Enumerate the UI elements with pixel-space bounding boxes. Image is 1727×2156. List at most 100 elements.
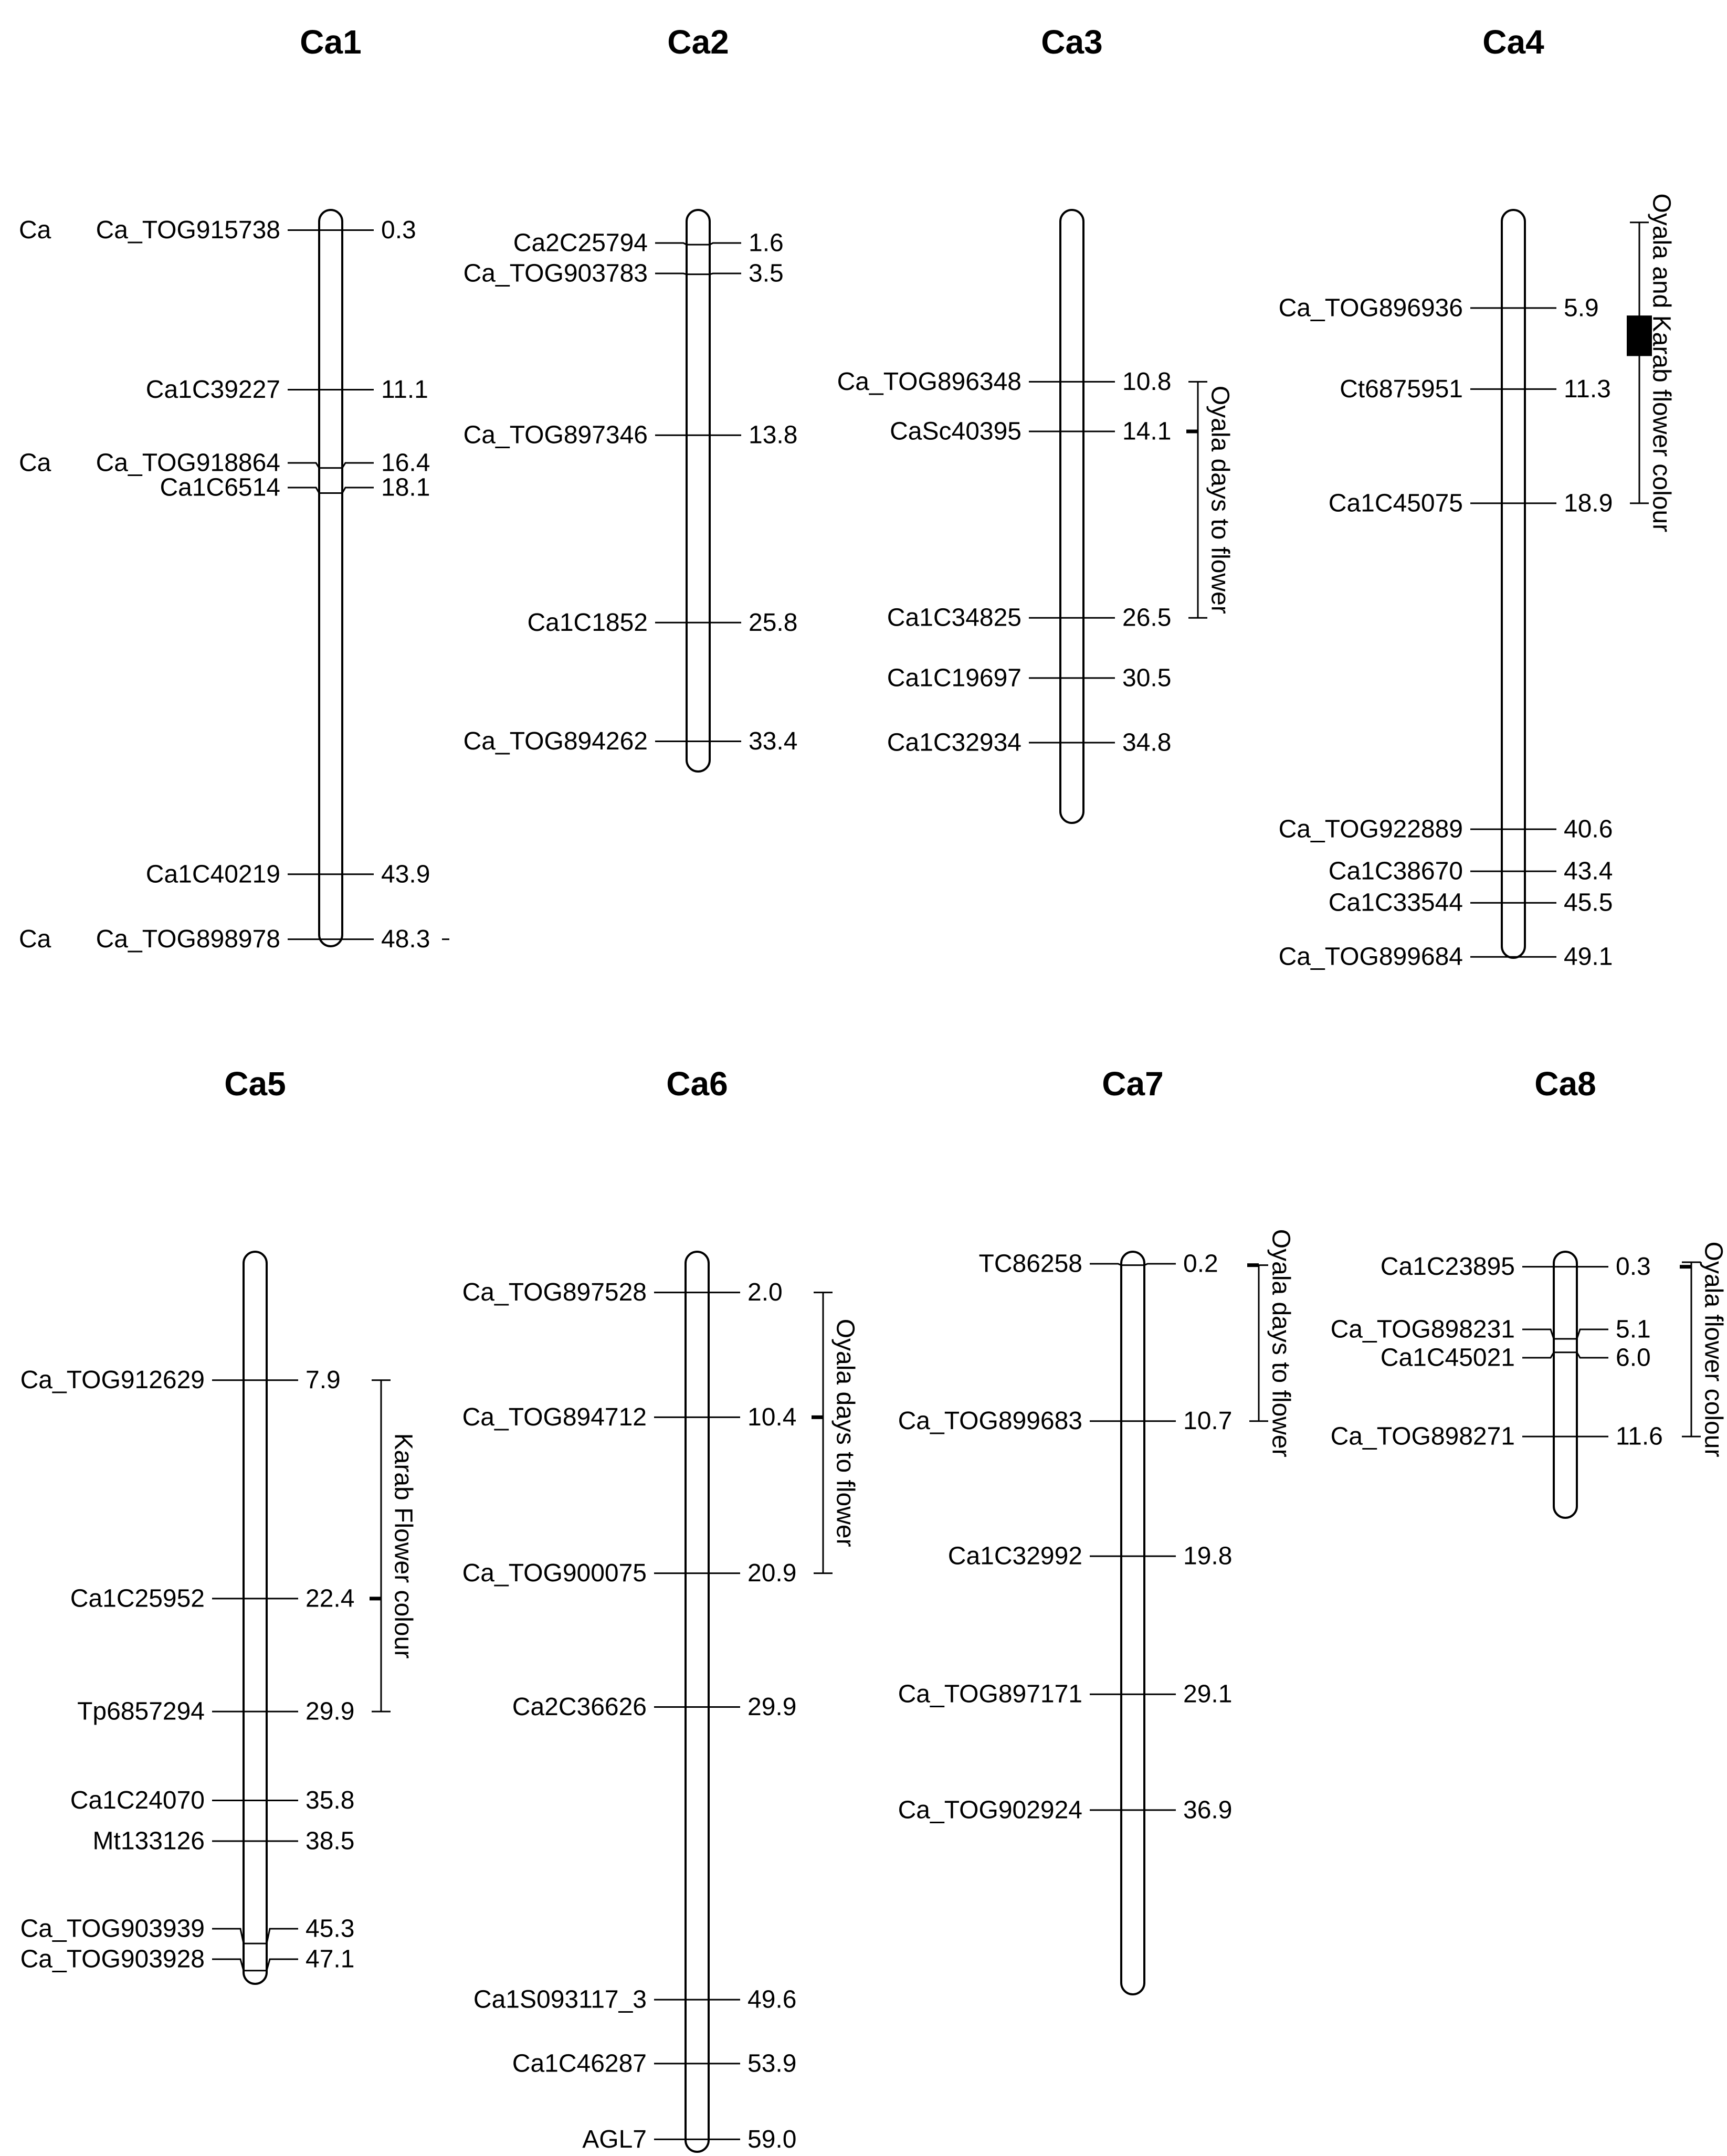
marker-name: Ca1C39227 [146,376,280,404]
marker-name: Ca_TOG897346 [464,421,648,449]
marker-tick [341,487,374,494]
marker-name: Ca1C40219 [146,860,280,888]
marker-name: Ca_TOG898231 [1331,1316,1515,1344]
marker-name: Ca1C24070 [70,1787,205,1814]
marker-tick [655,272,687,276]
marker-name: Mt133126 [93,1827,205,1855]
marker-position: 36.9 [1183,1796,1232,1824]
marker-position: 29.9 [306,1698,354,1726]
marker-position: 14.1 [1122,417,1171,445]
marker-name: Ca1C34825 [887,604,1022,632]
marker-tick [288,462,320,469]
marker-name: CaSc40395 [890,417,1022,445]
marker-position: 5.9 [1564,294,1599,322]
marker-position: 25.8 [749,609,797,637]
chromosome-bar [1059,209,1084,824]
marker-tick [709,242,741,246]
marker-position: 53.9 [747,2049,796,2077]
marker-name: Ca1C23895 [1381,1253,1515,1281]
marker-tick [1144,1263,1176,1266]
chromosome-bar [1120,1251,1145,1995]
marker-position: 35.8 [306,1787,354,1814]
marker-name: Ca_TOG898271 [1331,1423,1515,1451]
marker-position: 45.5 [1564,889,1613,917]
marker-position: 0.3 [1616,1253,1651,1281]
chromosome-title: Ca3 [1041,23,1102,61]
marker-position: 1.6 [749,229,784,257]
marker-name: TC86258 [979,1250,1082,1278]
marker-name: Ca1C25952 [70,1584,205,1612]
marker-position: 49.1 [1564,943,1613,971]
marker-name: Ca_TOG903939 [20,1915,205,1943]
marker-position: 10.7 [1183,1407,1232,1435]
marker-name: Ca1S093117_3 [473,1986,647,2014]
qtl-label: Oyala and Karab flower colour [1648,193,1676,532]
marker-position: 38.5 [306,1827,354,1855]
marker-position: 48.3 [381,925,430,953]
marker-tick [1576,1352,1608,1359]
marker-tick [266,1958,298,1971]
marker-position: 45.3 [306,1915,354,1943]
marker-name: Ca2C25794 [513,229,648,257]
marker-tick [1522,1328,1555,1339]
chromosome-bar [1553,1251,1578,1519]
marker-tick [709,272,741,276]
marker-position: 29.9 [747,1693,796,1721]
marker-position: 49.6 [747,1986,796,2014]
marker-position: 29.1 [1183,1681,1232,1708]
marker-position: 13.8 [749,421,797,449]
marker-name: Ca_TOG900075 [462,1559,647,1587]
marker-name: Ca_TOG902924 [898,1796,1082,1824]
marker-position: 0.2 [1183,1250,1218,1278]
marker-position: 34.8 [1122,729,1171,757]
marker-name: Ca_TOG903928 [20,1946,205,1973]
marker-name: Ca_TOG903783 [464,260,648,288]
marker-name: Ca_TOG898978 [96,925,280,953]
clipped-label: Ca [19,449,51,477]
qtl-label: Oyala days to flower [1267,1229,1295,1457]
marker-position: 30.5 [1122,664,1171,692]
chromosome-title: Ca6 [666,1065,728,1103]
marker-name: Ca1C45021 [1381,1344,1515,1372]
marker-position: 18.9 [1564,489,1613,517]
marker-name: Ca_TOG894712 [462,1403,647,1431]
marker-name: Ca1C19697 [887,664,1022,692]
marker-name: AGL7 [582,2126,647,2153]
qtl-label: Oyala days to flower [831,1319,859,1547]
marker-name: Ct6875951 [1340,375,1463,403]
marker-position: 59.0 [747,2126,796,2153]
marker-name: Ca_TOG896936 [1279,294,1463,322]
chromosome-bar [318,209,343,947]
marker-name: Ca_TOG918864 [96,449,280,477]
marker-tick [212,1958,245,1971]
marker-position: 43.4 [1564,858,1613,885]
marker-name: Ca_TOG915738 [96,216,280,244]
marker-tick [288,487,320,494]
marker-position: 11.3 [1564,375,1611,403]
marker-tick [1090,1263,1122,1266]
marker-tick [1522,1352,1555,1359]
marker-position: 3.5 [749,260,784,288]
marker-tick [341,462,374,469]
marker-name: Ca1C32934 [887,729,1022,757]
marker-name: Ca_TOG897528 [462,1278,647,1306]
marker-name: Ca_TOG922889 [1279,815,1463,843]
marker-name: Ca_TOG894262 [464,727,648,755]
marker-tick [266,1928,298,1944]
marker-position: 20.9 [747,1559,796,1587]
marker-name: Ca1C38670 [1329,858,1463,885]
marker-position: 18.1 [381,474,430,502]
marker-position: 10.8 [1122,368,1171,396]
marker-tick [655,242,687,246]
marker-name: Tp6857294 [77,1698,205,1726]
chromosome-title: Ca4 [1482,23,1544,61]
marker-tick [1576,1328,1608,1339]
marker-name: Ca_TOG896348 [837,368,1022,396]
marker-position: 2.0 [747,1278,783,1306]
marker-position: 0.3 [381,216,416,244]
marker-position: 6.0 [1616,1344,1651,1372]
marker-name: Ca1C45075 [1329,489,1463,517]
marker-name: Ca_TOG912629 [20,1366,205,1394]
chromosome-bar [685,1251,710,2153]
